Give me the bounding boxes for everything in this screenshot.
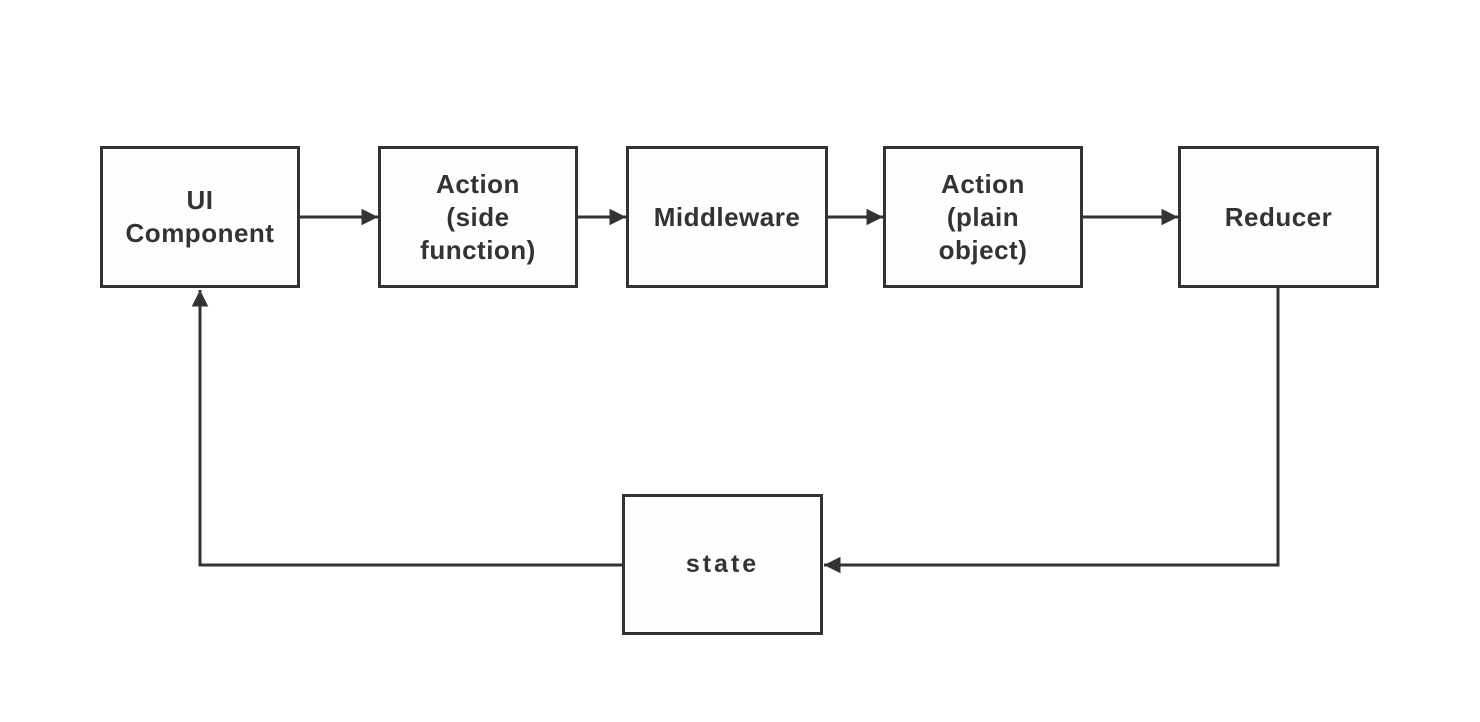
arrow-state-to-ui-component xyxy=(191,290,622,567)
node-state: state xyxy=(622,494,823,635)
node-middleware-label: Middleware xyxy=(653,201,801,232)
node-middleware: Middleware xyxy=(626,146,828,288)
arrow-reducer-to-state xyxy=(824,288,1280,574)
node-ui-component-label: UI Component xyxy=(125,185,275,248)
node-action-side-function: Action (side function) xyxy=(378,146,578,288)
node-ui-component: UI Component xyxy=(100,146,300,288)
node-action-plain-object: Action (plain object) xyxy=(883,146,1083,288)
node-reducer: Reducer xyxy=(1178,146,1379,288)
node-action-side-function-label: Action (side function) xyxy=(420,168,536,265)
node-state-label: state xyxy=(685,550,760,578)
node-reducer-label: Reducer xyxy=(1224,201,1333,232)
node-action-plain-object-label: Action (plain object) xyxy=(938,168,1028,265)
